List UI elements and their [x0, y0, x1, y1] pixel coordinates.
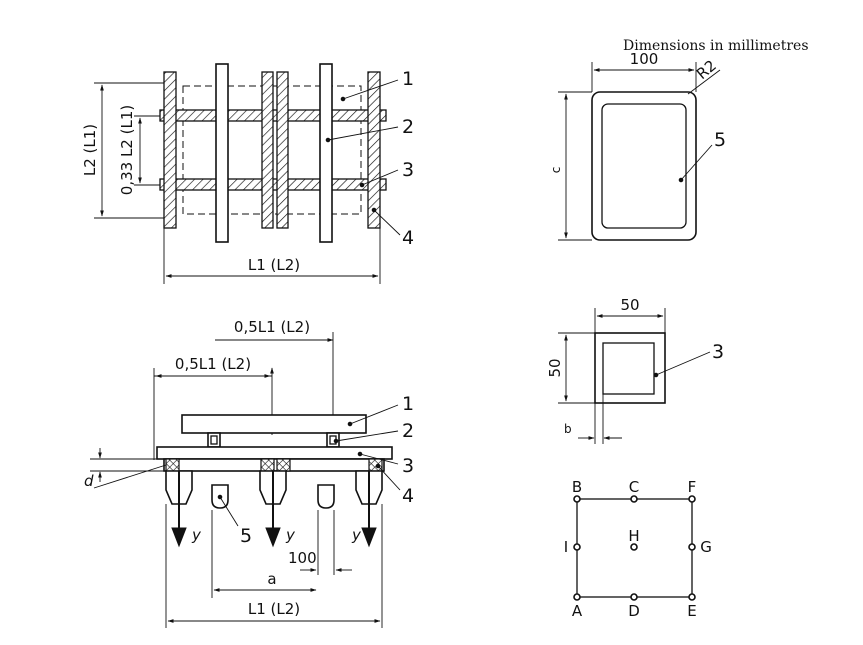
point-f	[688, 495, 696, 503]
point-i	[573, 543, 581, 551]
plan-label-3: 3	[402, 159, 414, 181]
label-b: B	[572, 478, 582, 496]
detail5-label: 5	[714, 129, 726, 151]
support-beam-right	[367, 71, 381, 229]
point-g	[688, 543, 696, 551]
plan-label-2: 2	[402, 116, 414, 138]
pad-outer	[591, 91, 697, 241]
elev-label-1: 1	[402, 393, 414, 415]
dim-d: d	[84, 472, 94, 490]
support-beam-mid-a	[261, 71, 274, 229]
dim-100: 100	[288, 549, 317, 567]
point-a	[573, 593, 581, 601]
rubber-pad-right	[317, 484, 335, 509]
detail3-label: 3	[712, 341, 724, 363]
elevation-view: 0,5L1 (L2) 0,5L1 (L2) y y	[84, 318, 414, 628]
load-plate	[181, 414, 367, 434]
dimensions-note: Dimensions in millimetres	[623, 38, 809, 54]
detail5-c: c	[549, 167, 563, 174]
dim-l2: L2 (L1)	[81, 124, 99, 176]
pad-left	[207, 432, 221, 448]
detail3-b: b	[564, 422, 572, 436]
post-left	[215, 63, 229, 243]
label-c: C	[629, 478, 639, 496]
elev-label-5: 5	[240, 525, 252, 547]
elev-label-3: 3	[402, 455, 414, 477]
dim-033-l2: 0,33 L2 (L1)	[118, 105, 136, 195]
measurement-points: B C F I H G A D E	[564, 478, 712, 620]
base-plate	[156, 446, 393, 460]
label-d: D	[628, 602, 640, 620]
detail-3: 50 50 b 3	[546, 296, 724, 444]
arrow-y-left: y	[191, 526, 202, 544]
detail3-height: 50	[546, 358, 564, 377]
point-b	[573, 495, 581, 503]
label-f: F	[688, 478, 697, 496]
arrow-y-mid: y	[285, 526, 296, 544]
bearing-mid-b	[276, 458, 291, 472]
label-e: E	[687, 602, 696, 620]
tube-outer	[594, 332, 666, 404]
dim-05-lower: 0,5L1 (L2)	[175, 355, 251, 373]
elev-dim-l1: L1 (L2)	[248, 600, 300, 618]
point-h	[630, 543, 638, 551]
label-g: G	[700, 538, 712, 556]
elev-label-4: 4	[402, 485, 414, 507]
support-beam-left	[163, 71, 177, 229]
label-a: A	[572, 602, 583, 620]
bearing-mid-a	[260, 458, 275, 472]
support-beam-mid-b	[276, 71, 289, 229]
dim-l1: L1 (L2)	[248, 256, 300, 274]
pad-inner	[601, 103, 687, 229]
label-h: H	[628, 527, 639, 545]
label-i: I	[564, 538, 568, 556]
detail5-radius: R2	[693, 56, 720, 83]
dim-05-upper: 0,5L1 (L2)	[234, 318, 310, 336]
detail3-width: 50	[620, 296, 639, 314]
detail5-width: 100	[630, 50, 659, 68]
plan-label-1: 1	[402, 68, 414, 90]
point-e	[688, 593, 696, 601]
point-c	[630, 495, 638, 503]
dim-a: a	[267, 570, 276, 588]
plan-label-4: 4	[402, 227, 414, 249]
point-d	[630, 593, 638, 601]
elev-label-2: 2	[402, 420, 414, 442]
tube-inner	[602, 342, 655, 395]
detail-5: 100 R2 c 5	[549, 50, 726, 241]
bearing-left	[165, 458, 180, 472]
post-right	[319, 63, 333, 243]
arrow-y-right: y	[351, 526, 362, 544]
plan-view: L2 (L1) 0,33 L2 (L1) L1 (L2) 1 2 3 4	[81, 63, 414, 284]
